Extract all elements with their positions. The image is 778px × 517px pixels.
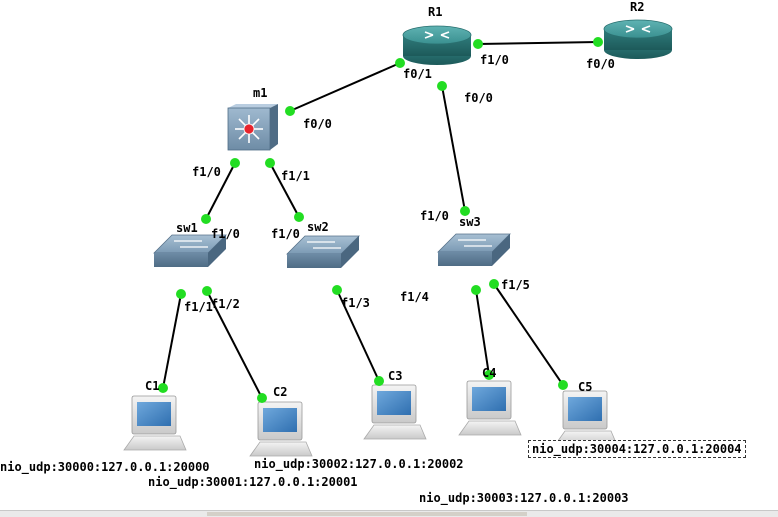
node-label-sw1[interactable]: sw1 [176, 221, 198, 235]
port-dot-sw1-f1-1 [176, 289, 186, 299]
router-r2[interactable] [603, 19, 673, 59]
port-dot-c5 [558, 380, 568, 390]
port-label-m1-f0-0: f0/0 [303, 117, 332, 131]
port-dot-r1-f1-0 [473, 39, 483, 49]
port-label-sw3-f1-5: f1/5 [501, 278, 530, 292]
node-label-c5[interactable]: C5 [578, 380, 593, 394]
port-label-m1-f1-1: f1/1 [281, 169, 310, 183]
port-label-sw1-f1-0: f1/0 [211, 227, 240, 241]
port-label-r1-f0-1: f0/1 [403, 67, 432, 81]
node-label-c1[interactable]: C1 [145, 379, 160, 393]
switch-arrows-icon [307, 241, 341, 249]
nio-label-c4[interactable]: nio_udp:30003:127.0.0.1:20003 [419, 491, 629, 505]
nio-label-c5-selected[interactable]: nio_udp:30004:127.0.0.1:20004 [528, 440, 746, 458]
links [162, 41, 599, 399]
switch-sw2[interactable] [286, 235, 360, 268]
port-dot-sw3-f1-0 [460, 206, 470, 216]
nio-label-c3[interactable]: nio_udp:30002:127.0.0.1:20002 [254, 457, 464, 471]
port-dot-r1-f0-0 [437, 81, 447, 91]
link-sw3-c4[interactable] [475, 289, 490, 376]
port-label-r1-f0-0: f0/0 [464, 91, 493, 105]
pc-c5[interactable] [554, 390, 618, 446]
link-sw3-c5[interactable] [493, 283, 564, 386]
port-dot-sw2-f1-3 [332, 285, 342, 295]
scrollbar-thumb[interactable] [207, 512, 527, 516]
router-r1[interactable] [402, 25, 472, 65]
switch-arrows-icon [174, 240, 208, 248]
node-label-c2[interactable]: C2 [273, 385, 288, 399]
port-dot-c1 [158, 383, 168, 393]
node-label-c4[interactable]: C4 [482, 366, 497, 380]
node-label-r2[interactable]: R2 [630, 0, 645, 14]
link-sw1-c2[interactable] [206, 290, 263, 399]
link-m1-sw2[interactable] [269, 162, 300, 218]
port-dot-sw1-f1-2 [202, 286, 212, 296]
switch-sw3[interactable] [437, 233, 511, 266]
router-arrows-icon [625, 25, 651, 33]
multilayer-switch-m1[interactable] [227, 104, 278, 151]
port-label-sw3-f1-0: f1/0 [420, 209, 449, 223]
link-r1-m1[interactable] [289, 62, 401, 112]
switch-sw1[interactable] [153, 234, 227, 267]
nio-label-c2[interactable]: nio_udp:30001:127.0.0.1:20001 [148, 475, 358, 489]
port-dot-c3 [374, 376, 384, 386]
link-r1-r2[interactable] [477, 41, 599, 45]
link-r1-sw3[interactable] [441, 85, 466, 212]
port-label-sw3-f1-4: f1/4 [400, 290, 429, 304]
horizontal-scrollbar[interactable] [0, 510, 778, 517]
port-label-sw1-f1-1: f1/1 [184, 300, 213, 314]
router-arrows-icon [424, 31, 450, 39]
port-dot-sw2-f1-0 [294, 212, 304, 222]
link-m1-sw1[interactable] [205, 162, 236, 220]
pc-c3[interactable] [363, 384, 427, 440]
port-dot-c2 [257, 393, 267, 403]
port-label-sw2-f1-0: f1/0 [271, 227, 300, 241]
port-dot-sw3-f1-4 [471, 285, 481, 295]
node-label-sw2[interactable]: sw2 [307, 220, 329, 234]
port-dot-m1-f1-0 [230, 158, 240, 168]
port-dot-m1-f1-1 [265, 158, 275, 168]
port-dot-m1-f0-0 [285, 106, 295, 116]
port-label-sw2-f1-3: f1/3 [341, 296, 370, 310]
node-label-sw3[interactable]: sw3 [459, 215, 481, 229]
link-sw2-c3[interactable] [336, 289, 380, 382]
port-dots [158, 37, 603, 403]
port-label-r1-f1-0: f1/0 [480, 53, 509, 67]
pc-c4[interactable] [458, 380, 522, 436]
pc-c2[interactable] [249, 401, 313, 457]
port-label-r2-f0-0: f0/0 [586, 57, 615, 71]
switch-arrows-icon [458, 239, 492, 247]
node-label-r1[interactable]: R1 [428, 5, 443, 19]
port-label-sw1-f1-2: f1/2 [211, 297, 240, 311]
port-dot-c4 [484, 370, 494, 380]
node-label-c3[interactable]: C3 [388, 369, 403, 383]
node-label-m1[interactable]: m1 [253, 86, 268, 100]
nio-label-c1[interactable]: nio_udp:30000:127.0.0.1:20000 [0, 460, 210, 474]
port-dot-sw1-f1-0 [201, 214, 211, 224]
port-dot-r1-f0-1 [395, 58, 405, 68]
link-sw1-c1[interactable] [162, 293, 182, 389]
pc-c1[interactable] [123, 395, 187, 451]
port-dot-r2-f0-0 [593, 37, 603, 47]
port-label-m1-f1-0: f1/0 [192, 165, 221, 179]
port-dot-sw3-f1-5 [489, 279, 499, 289]
